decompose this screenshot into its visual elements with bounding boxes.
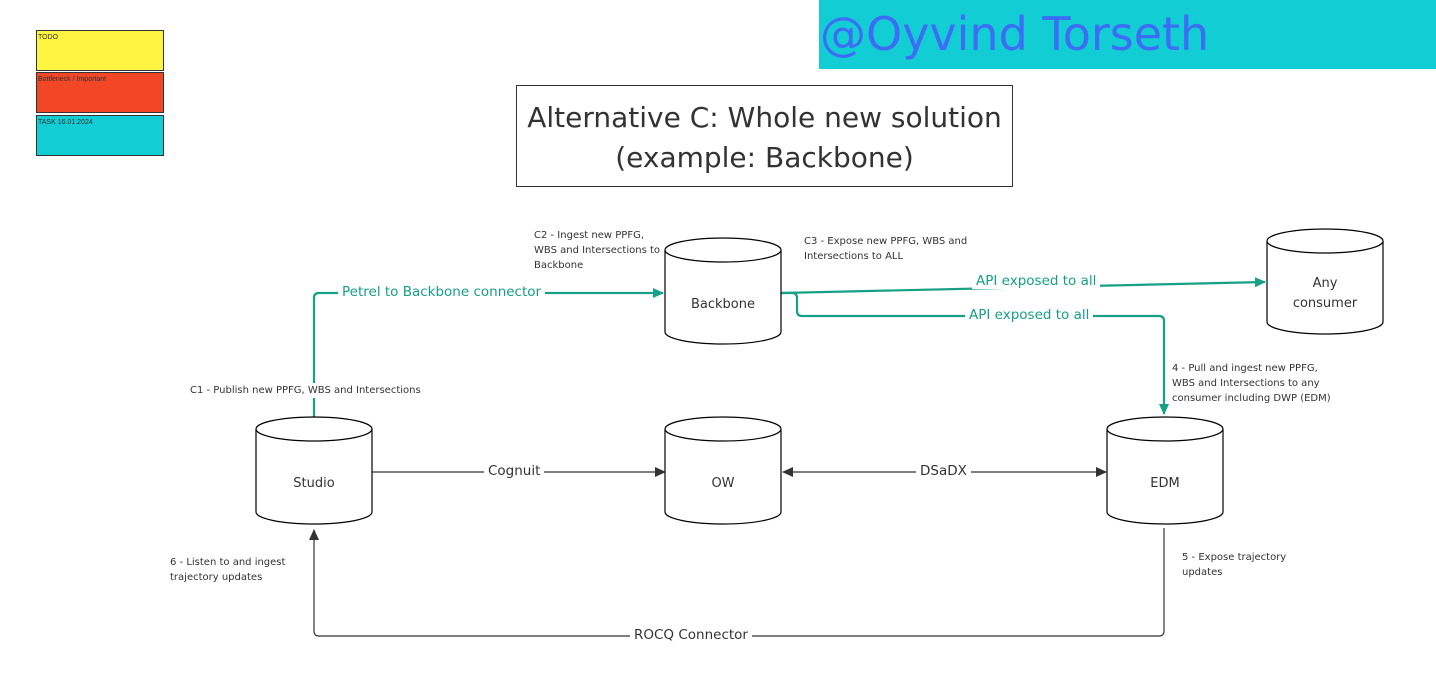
api-exposed-label-2: API exposed to all — [965, 307, 1094, 323]
legend-task-label: TASK 16.01.2024 — [38, 119, 93, 126]
note-5: 5 - Expose trajectory updates — [1182, 550, 1286, 580]
diagram-title: Alternative C: Whole new solution (examp… — [516, 85, 1013, 187]
any-consumer-label-line2: consumer — [1292, 296, 1358, 311]
note-4-line2: WBS and Intersections to any — [1172, 378, 1320, 389]
any-consumer-label: Any consumer — [1267, 274, 1383, 314]
api-edm-line — [781, 291, 1169, 415]
legend-task: TASK 16.01.2024 — [36, 115, 164, 156]
note-5-line2: updates — [1182, 567, 1223, 578]
studio-label: Studio — [293, 476, 335, 491]
ow-label: OW — [711, 476, 735, 491]
note-c2-line3: Backbone — [534, 260, 584, 271]
note-c1: C1 - Publish new PPFG, WBS and Intersect… — [190, 383, 421, 398]
studio-database-icon — [255, 416, 373, 525]
note-c3-line2: Intersections to ALL — [804, 251, 904, 262]
legend-bottleneck-label: Bottleneck / Important — [38, 76, 107, 83]
note-6-line1: 6 - Listen to and ingest — [170, 557, 286, 568]
note-c3: C3 - Expose new PPFG, WBS and Intersecti… — [804, 234, 967, 264]
petrel-backbone-connector-label: Petrel to Backbone connector — [338, 284, 546, 300]
rocq-connector-label: ROCQ Connector — [630, 627, 752, 643]
legend-bottleneck: Bottleneck / Important — [36, 72, 164, 113]
note-5-line1: 5 - Expose trajectory — [1182, 552, 1287, 563]
note-c2-line1: C2 - Ingest new PPFG, — [534, 230, 644, 241]
dsadx-label: DSaDX — [916, 463, 971, 479]
note-c2: C2 - Ingest new PPFG, WBS and Intersecti… — [534, 228, 660, 273]
edm-database-icon — [1106, 416, 1224, 525]
note-6: 6 - Listen to and ingest trajectory upda… — [170, 555, 285, 585]
note-c3-line1: C3 - Expose new PPFG, WBS and — [804, 236, 968, 247]
note-4-line3: consumer including DWP (EDM) — [1172, 393, 1331, 404]
backbone-label: Backbone — [690, 297, 755, 312]
cognuit-label: Cognuit — [484, 463, 545, 479]
petrel-backbone-connector-line — [312, 288, 664, 420]
any-consumer-label-line1: Any — [1312, 276, 1338, 291]
ow-database-icon — [664, 416, 782, 525]
api-exposed-label-1: API exposed to all — [972, 273, 1101, 289]
note-4-line1: 4 - Pull and ingest new PPFG, — [1172, 363, 1318, 374]
note-c2-line2: WBS and Intersections to — [534, 245, 661, 256]
note-4: 4 - Pull and ingest new PPFG, WBS and In… — [1172, 361, 1331, 406]
title-line-2: (example: Backbone) — [615, 141, 914, 174]
author-banner — [819, 0, 1436, 69]
legend-todo-label: TODO — [38, 34, 59, 41]
author-name: @Oyvind Torseth — [820, 7, 1210, 61]
title-line-1: Alternative C: Whole new solution — [527, 101, 1002, 134]
backbone-database-icon — [664, 237, 782, 345]
rocq-connector-line — [309, 528, 1165, 637]
any-consumer-database-icon — [1266, 228, 1384, 335]
note-6-line2: trajectory updates — [170, 572, 263, 583]
legend-todo: TODO — [36, 30, 164, 71]
edm-label: EDM — [1150, 476, 1180, 491]
